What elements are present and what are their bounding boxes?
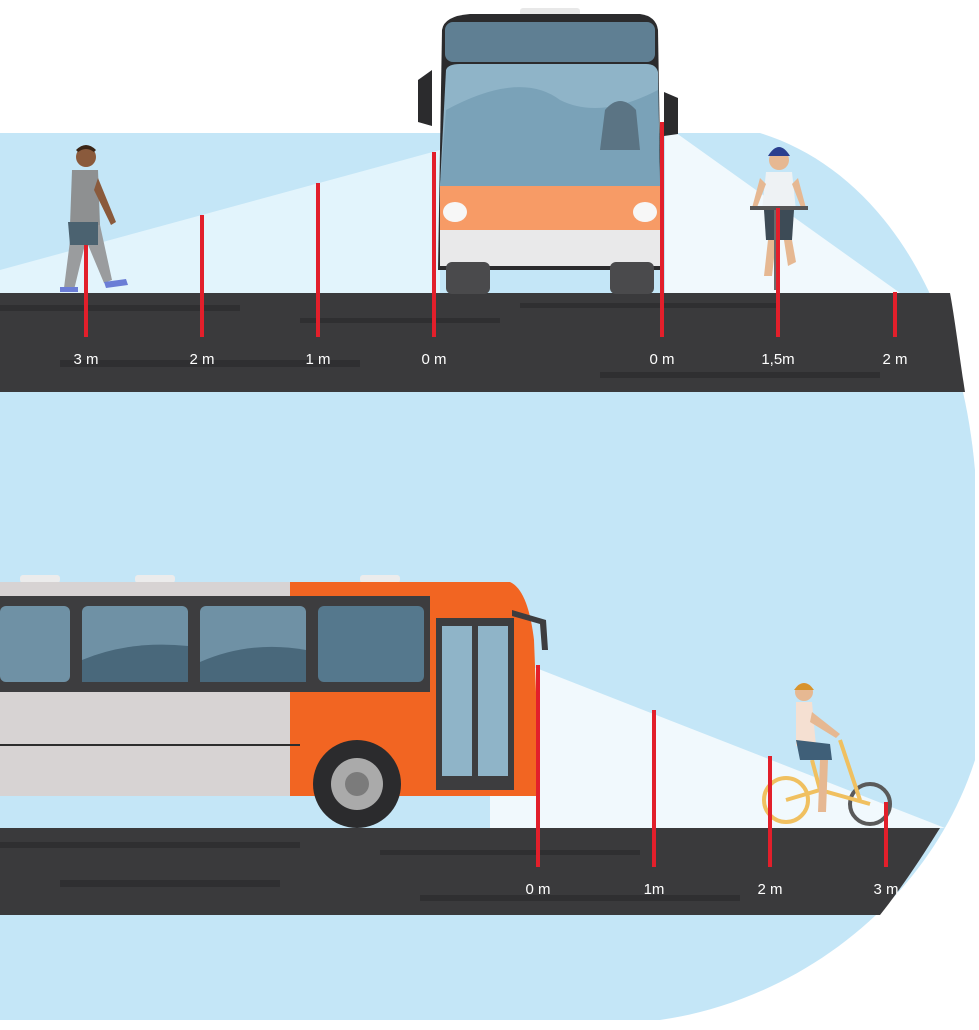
bus-front-figure <box>418 8 678 294</box>
side-marker-1-pole <box>652 710 656 867</box>
road-bottom <box>0 828 940 915</box>
front-left-marker-2-label: 1 m <box>305 351 330 368</box>
front-right-marker-1-label: 1,5m <box>761 351 794 368</box>
front-right-marker-0-label: 0 m <box>649 351 674 368</box>
front-right-marker-2-label: 2 m <box>882 351 907 368</box>
front-left-marker-2-pole <box>316 183 320 337</box>
side-marker-1-label: 1m <box>644 881 665 898</box>
front-right-marker-0-pole <box>660 122 664 337</box>
side-marker-2-label: 2 m <box>757 881 782 898</box>
side-marker-3-label: 3 m <box>873 881 898 898</box>
bus-side-figure <box>0 575 548 828</box>
side-marker-0-pole <box>536 665 540 867</box>
side-marker-0-label: 0 m <box>525 881 550 898</box>
front-left-marker-1-label: 2 m <box>189 351 214 368</box>
front-left-marker-0-label: 3 m <box>73 351 98 368</box>
front-left-marker-3-label: 0 m <box>421 351 446 368</box>
side-marker-2-pole <box>768 756 772 867</box>
front-left-marker-0-pole <box>84 245 88 337</box>
front-left-marker-3-pole <box>432 152 436 337</box>
front-right-marker-2-pole <box>893 292 897 337</box>
front-right-marker-1-pole <box>776 208 780 337</box>
front-left-marker-1-pole <box>200 215 204 337</box>
side-marker-3-pole <box>884 802 888 867</box>
